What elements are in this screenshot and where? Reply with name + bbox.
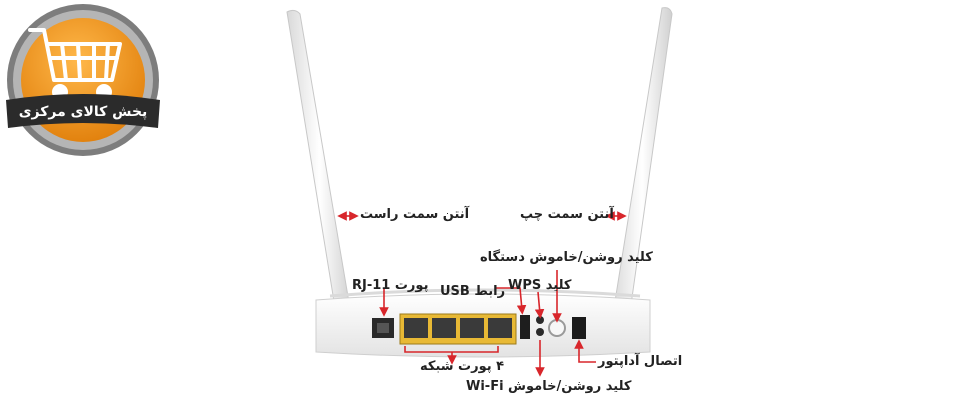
label-power-key: کلید روشن/خاموش دستگاه bbox=[480, 250, 653, 265]
power-jack bbox=[572, 317, 586, 339]
power-button bbox=[548, 319, 566, 337]
logo-text: پخش کالای مرکزی bbox=[18, 104, 148, 120]
label-left-antenna: آنتن سمت چپ bbox=[520, 207, 614, 222]
annotation-arrows bbox=[337, 211, 627, 377]
label-adapter: اتصال آداپتور bbox=[598, 354, 683, 369]
label-wifi-key: کلید روشن/خاموش Wi-Fi bbox=[466, 379, 632, 394]
right-antenna bbox=[611, 7, 673, 327]
label-network-ports: ۴ پورت شبکه bbox=[420, 359, 505, 374]
left-antenna bbox=[286, 9, 353, 327]
wifi-button bbox=[536, 328, 544, 336]
usb-socket bbox=[520, 315, 530, 339]
brand-logo bbox=[6, 4, 160, 156]
lan-ports bbox=[399, 313, 517, 345]
label-rj11-port: پورت RJ-11 bbox=[352, 278, 429, 293]
label-wps-key: کلید WPS bbox=[508, 278, 572, 293]
label-usb-interface: رابط USB bbox=[440, 284, 506, 299]
wps-button bbox=[536, 316, 544, 324]
label-right-antenna: آنتن سمت راست bbox=[360, 207, 470, 222]
